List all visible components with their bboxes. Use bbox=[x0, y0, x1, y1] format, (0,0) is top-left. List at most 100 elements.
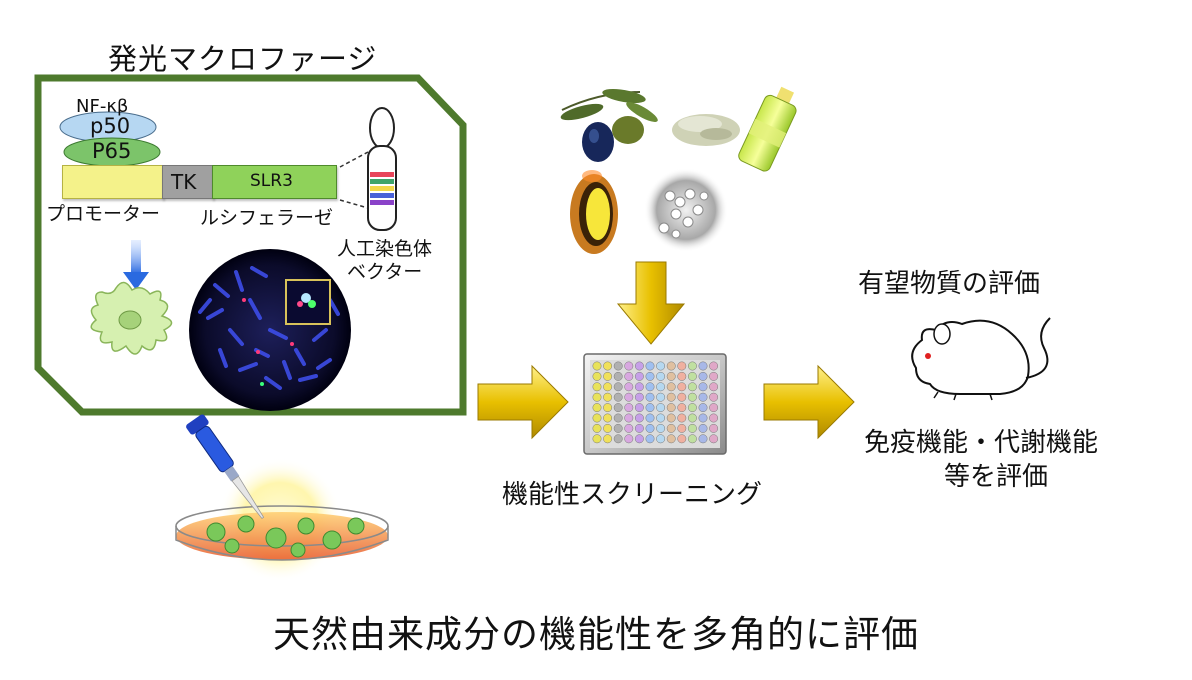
plate-well bbox=[698, 413, 708, 423]
plate-well bbox=[656, 413, 666, 423]
vector-label-1: 人工染色体 bbox=[337, 238, 433, 260]
plate-well bbox=[666, 413, 676, 423]
promoter-block bbox=[62, 165, 164, 199]
slr3-label: SLR3 bbox=[250, 171, 293, 191]
plate-well bbox=[592, 434, 602, 444]
plate-well bbox=[613, 413, 623, 423]
plate-well bbox=[666, 403, 676, 413]
evaluation-line-1: 免疫機能・代謝機能 bbox=[864, 428, 1099, 458]
plate-well bbox=[603, 392, 613, 402]
plate-well bbox=[624, 371, 634, 381]
plate-well bbox=[656, 371, 666, 381]
plate-well bbox=[645, 413, 655, 423]
p65-label: P65 bbox=[92, 139, 132, 163]
plate-well bbox=[687, 371, 697, 381]
panel-title: 発光マクロファージ bbox=[108, 42, 378, 76]
plate-well bbox=[624, 392, 634, 402]
plate-well bbox=[677, 423, 687, 433]
plate-well bbox=[592, 403, 602, 413]
plate-well bbox=[677, 371, 687, 381]
plate-well bbox=[677, 413, 687, 423]
plate-well bbox=[709, 413, 719, 423]
plate-well bbox=[603, 361, 613, 371]
plate-well bbox=[624, 361, 634, 371]
plate-well bbox=[656, 403, 666, 413]
plate-well bbox=[698, 403, 708, 413]
plate-well bbox=[634, 413, 644, 423]
plate-well bbox=[603, 403, 613, 413]
plate-well bbox=[592, 382, 602, 392]
plate-well bbox=[613, 361, 623, 371]
plate-well bbox=[603, 382, 613, 392]
slr3-block bbox=[212, 165, 337, 199]
plate-well bbox=[624, 403, 634, 413]
plate-well bbox=[698, 423, 708, 433]
plate-well bbox=[666, 392, 676, 402]
plate-well bbox=[687, 392, 697, 402]
plate-well bbox=[656, 361, 666, 371]
plate-well bbox=[592, 361, 602, 371]
plate-well bbox=[613, 392, 623, 402]
vector-label-2: ベクター bbox=[347, 261, 423, 283]
plate-well bbox=[687, 413, 697, 423]
plate-well bbox=[624, 423, 634, 433]
plate-well bbox=[656, 423, 666, 433]
plate-well bbox=[603, 371, 613, 381]
p50-label: p50 bbox=[90, 114, 131, 138]
plate-well bbox=[645, 392, 655, 402]
plate-well bbox=[645, 361, 655, 371]
plate-well bbox=[656, 434, 666, 444]
plate-well bbox=[645, 403, 655, 413]
plate-well bbox=[709, 403, 719, 413]
plate-well bbox=[677, 382, 687, 392]
plate-well bbox=[656, 382, 666, 392]
plate-well bbox=[677, 434, 687, 444]
plate-well bbox=[666, 434, 676, 444]
plate-well bbox=[698, 434, 708, 444]
plate-well bbox=[709, 361, 719, 371]
plate-well bbox=[677, 403, 687, 413]
promoter-label: プロモーター bbox=[46, 203, 161, 225]
plate-well bbox=[634, 371, 644, 381]
plate-well bbox=[709, 423, 719, 433]
luciferase-label: ルシフェラーゼ bbox=[200, 207, 334, 229]
plate-well bbox=[613, 434, 623, 444]
plate-well bbox=[603, 413, 613, 423]
plate-well bbox=[645, 371, 655, 381]
plate-well bbox=[603, 434, 613, 444]
plate-well bbox=[687, 382, 697, 392]
plate-well bbox=[645, 382, 655, 392]
plate-well bbox=[687, 403, 697, 413]
plate-well bbox=[645, 423, 655, 433]
tk-block bbox=[162, 165, 214, 199]
plate-well bbox=[613, 403, 623, 413]
plate-well bbox=[677, 361, 687, 371]
plate-well bbox=[613, 382, 623, 392]
plate-well bbox=[666, 382, 676, 392]
plate-well bbox=[709, 434, 719, 444]
plate-well bbox=[613, 371, 623, 381]
plate-well bbox=[624, 382, 634, 392]
plate-well bbox=[666, 423, 676, 433]
plate-well bbox=[656, 392, 666, 402]
plate-well bbox=[634, 423, 644, 433]
plate-well bbox=[698, 361, 708, 371]
plate-well bbox=[698, 382, 708, 392]
evaluation-title: 有望物質の評価 bbox=[858, 269, 1041, 299]
plate-well bbox=[687, 423, 697, 433]
plate-well bbox=[666, 371, 676, 381]
evaluation-line-2: 等を評価 bbox=[944, 462, 1049, 492]
plate-well bbox=[677, 392, 687, 402]
plate-well bbox=[624, 413, 634, 423]
plate-well bbox=[687, 434, 697, 444]
nfkb-label: NF-κβ bbox=[76, 96, 129, 117]
